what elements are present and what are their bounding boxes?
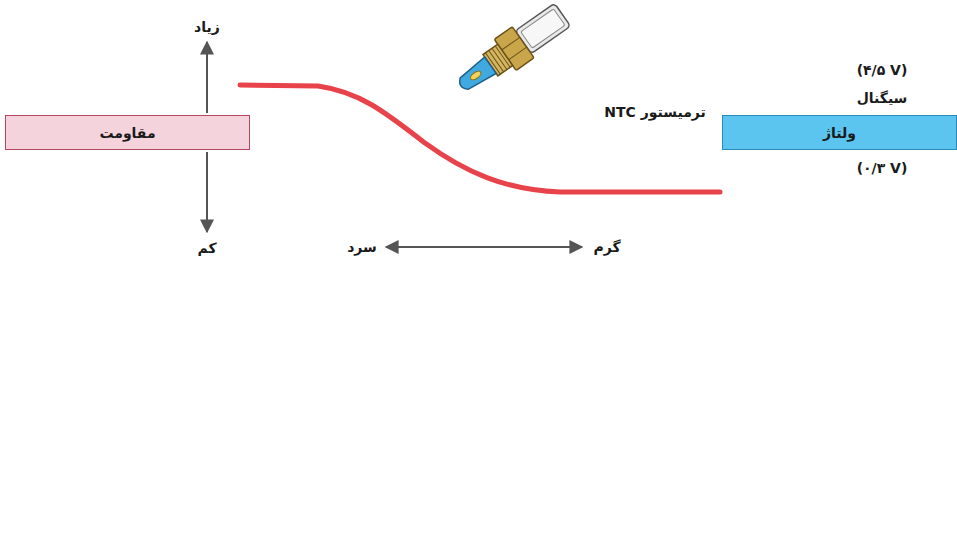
box-label: ولتاژ xyxy=(823,125,856,141)
up-arrow xyxy=(206,42,208,113)
cold-label: سرد xyxy=(345,239,379,255)
ntc-curve xyxy=(240,85,720,192)
voltage-value: (۴/۵ V) xyxy=(855,62,910,78)
voltage-value: (۰/۳ V) xyxy=(855,160,910,176)
low-label: کم xyxy=(195,240,218,256)
temperature-arrow xyxy=(386,246,582,248)
signal-label: سیگنال xyxy=(855,90,910,106)
box-label: مقاومت xyxy=(99,125,155,141)
part-name: ترمیستور NTC xyxy=(602,104,708,120)
voltage-box: ولتاژ xyxy=(722,115,957,150)
thermistor-illustration xyxy=(450,0,573,101)
hot-label: گرم xyxy=(591,239,622,255)
down-arrow xyxy=(206,152,208,232)
resistance-box: مقاومت xyxy=(5,115,250,150)
high-label: زیاد xyxy=(192,19,222,35)
